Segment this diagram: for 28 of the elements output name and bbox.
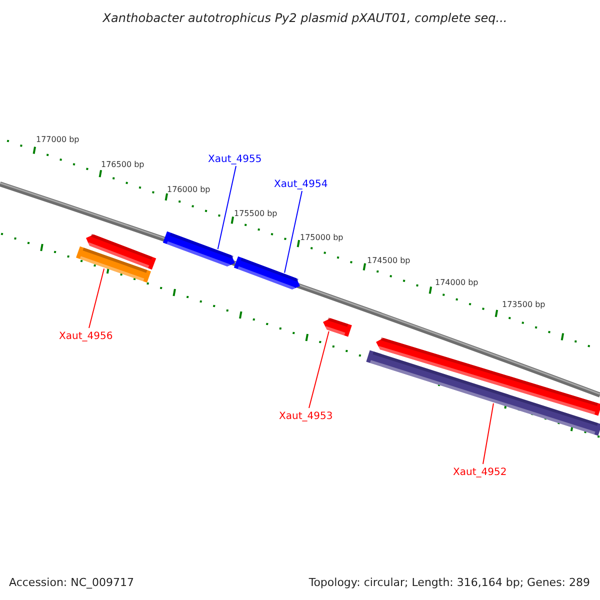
- scale-label: 176500 bp: [101, 159, 144, 171]
- gene-feature: [366, 350, 600, 436]
- gene-feature: [234, 256, 300, 290]
- scale-label: 176000 bp: [167, 184, 210, 196]
- title: Xanthobacter autotrophicus Py2 plasmid pXAUT01, complete seq...: [102, 10, 508, 27]
- scale-label: 174500 bp: [367, 255, 410, 267]
- gene-label: Xaut_4956: [59, 329, 113, 344]
- gene-feature: [86, 234, 156, 270]
- gene-label: Xaut_4955: [208, 152, 262, 167]
- genome-summary-text: Topology: circular; Length: 316,164 bp; Genes: 289: [308, 575, 590, 591]
- scale-label: 174000 bp: [435, 277, 478, 289]
- leader-line: [88, 268, 105, 328]
- scale-label: 177000 bp: [36, 134, 80, 146]
- gene-label: Xaut_4954: [274, 177, 328, 192]
- gene-feature: [162, 231, 235, 268]
- leader-line: [308, 330, 330, 408]
- scale-label: 175500 bp: [234, 208, 278, 220]
- scale-label: 173500 bp: [502, 299, 546, 311]
- leader-line: [217, 166, 236, 250]
- scale-label: 175000 bp: [300, 232, 344, 244]
- gene-label: Xaut_4953: [279, 409, 333, 424]
- accession-text: Accession: NC_009717: [9, 575, 134, 591]
- gene-label: Xaut_4952: [453, 465, 507, 480]
- leader-line: [284, 190, 302, 274]
- leader-line: [482, 402, 494, 464]
- gene-feature: [323, 318, 352, 337]
- gene-feature: [376, 337, 600, 416]
- gene-feature: [76, 246, 151, 283]
